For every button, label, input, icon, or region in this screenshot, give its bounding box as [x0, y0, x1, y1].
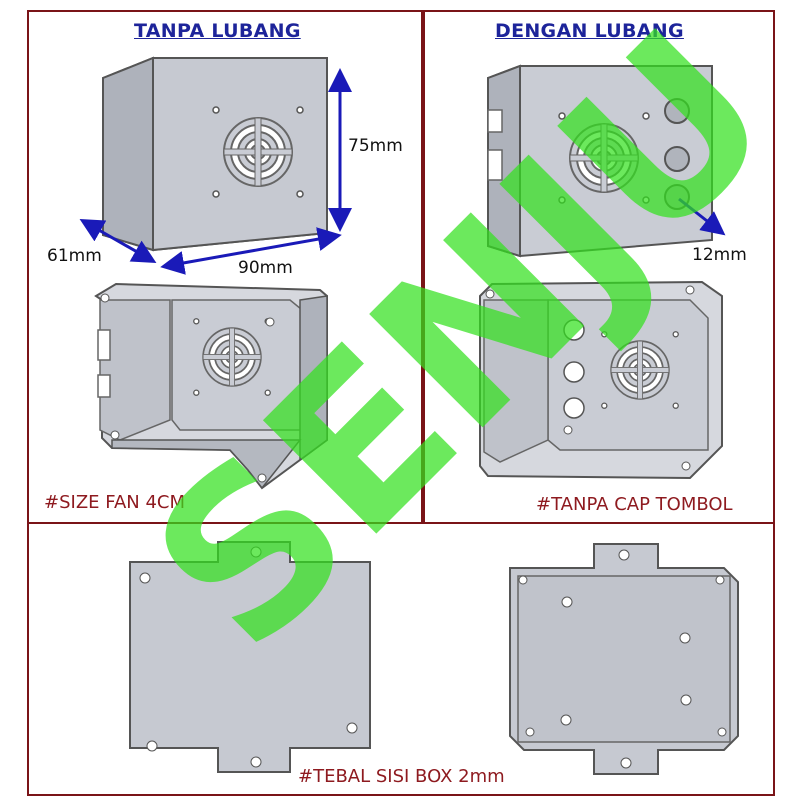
dimension-hole-label: 12mm: [692, 245, 747, 265]
box-open-no-holes: [94, 282, 328, 490]
title-tanpa-lubang: TANPA LUBANG: [134, 20, 301, 42]
box-closed-no-holes: [102, 56, 328, 252]
dimension-height-label: 75mm: [348, 136, 403, 156]
box-closed-with-holes: [487, 64, 713, 258]
width-arrow: [160, 227, 342, 275]
lid-inner: [509, 543, 739, 775]
caption-wall-thickness: #TEBAL SISI BOX 2mm: [298, 766, 505, 787]
hole-arrow: [678, 197, 726, 236]
depth-arrow: [79, 219, 157, 263]
caption-fan-size: #SIZE FAN 4CM: [44, 492, 185, 513]
box-open-with-holes: [479, 280, 723, 480]
title-dengan-lubang: DENGAN LUBANG: [495, 20, 684, 42]
lid-outer: [129, 541, 371, 773]
caption-no-button-cap: #TANPA CAP TOMBOL: [536, 494, 733, 515]
